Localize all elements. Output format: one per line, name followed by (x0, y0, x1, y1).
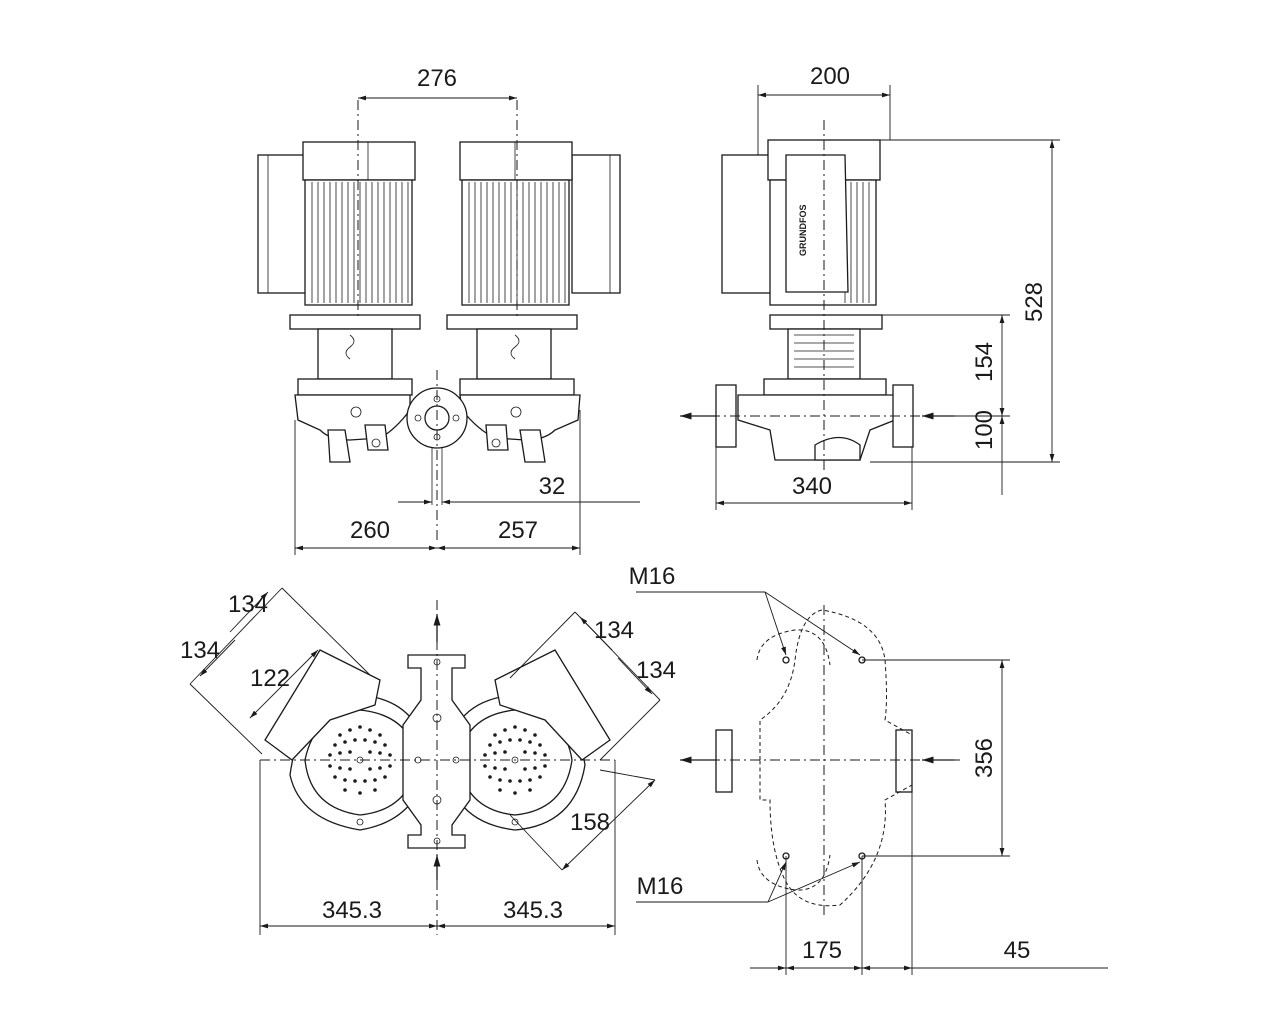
dim-port-to-port: 340 (792, 473, 832, 500)
dim-bolt-spacing-vertical: 356 (971, 738, 998, 778)
dim-right-half: 345.3 (503, 897, 563, 924)
left-fan-grid (328, 725, 392, 795)
dim-motor-width: 200 (810, 63, 850, 90)
dim-left-width: 260 (350, 517, 390, 544)
dim-diag-c: 122 (250, 665, 290, 692)
dim-offset: 32 (539, 473, 566, 500)
bolt-label-top: M16 (629, 563, 676, 590)
dim-total-height: 528 (1021, 282, 1048, 322)
dim-bolt-spacing-horizontal: 175 (802, 937, 842, 964)
dim-diag-f: 158 (570, 809, 610, 836)
dim-left-half: 345.3 (322, 897, 382, 924)
brand-label: GRUNDFOS (798, 205, 808, 257)
dim-edge-offset: 45 (1004, 937, 1031, 964)
dim-diag-a: 134 (228, 591, 268, 618)
dim-diag-e: 134 (636, 657, 676, 684)
right-fan-grid (483, 725, 547, 795)
dim-motor-spacing: 276 (417, 65, 457, 92)
front-view: 276 260 257 32 (257, 65, 640, 555)
bolt-label-bottom: M16 (637, 873, 684, 900)
right-motor (446, 141, 621, 463)
dim-diag-b: 134 (180, 637, 220, 664)
left-motor (257, 141, 421, 463)
top-view: 134 134 122 134 134 158 345.3 345.3 (180, 587, 676, 935)
dim-diag-d: 134 (594, 617, 634, 644)
dim-mid-height: 154 (971, 342, 998, 382)
foot-view: M16 M16 356 175 45 (629, 563, 1108, 975)
dim-base-height: 100 (971, 410, 998, 450)
dim-right-width: 257 (498, 517, 538, 544)
side-view: GRUNDFOS 200 (680, 63, 1060, 510)
